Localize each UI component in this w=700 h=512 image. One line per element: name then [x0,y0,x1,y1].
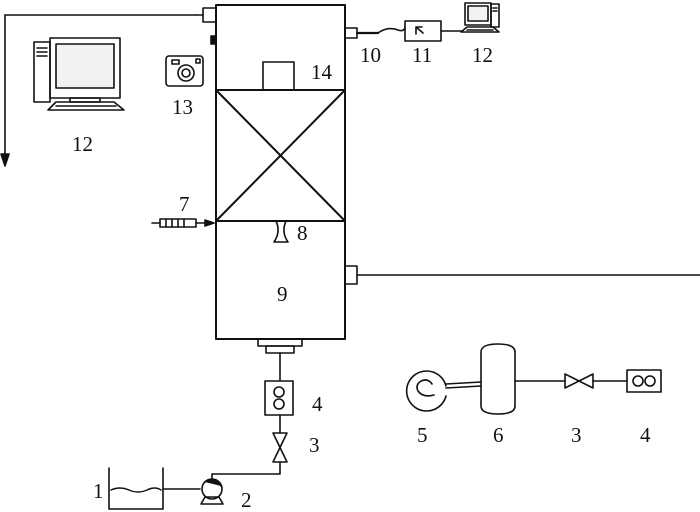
label-blower: 5 [417,423,428,447]
gate-valve-icon-right [564,373,594,389]
flowmeter-icon-left [264,380,294,419]
label-syringe: 7 [179,192,190,216]
signal-converter-icon [404,20,463,42]
gate-valve-icon-left [272,417,288,463]
flowmeter-icon-right [626,369,662,393]
label-probe: 10 [360,43,381,67]
side-outlet-pipe [344,265,700,285]
label-camera: 13 [172,95,193,119]
label-flowmeter-right: 4 [640,423,651,447]
buffer-vessel-icon [480,343,516,415]
spray-nozzle-icon [273,220,289,243]
camera-icon [165,55,204,87]
label-computer-left: 12 [72,132,93,156]
syringe-icon [151,218,215,228]
desktop-computer-icon-left [33,37,125,111]
centrifugal-pump-icon [200,478,224,505]
label-buffer-vessel: 6 [493,423,504,447]
label-pump: 2 [241,488,252,512]
label-column-section: 9 [277,282,288,306]
label-valve-left: 3 [309,433,320,457]
label-valve-right: 3 [571,423,582,447]
label-computer-right: 12 [472,43,493,67]
top-outlet-pipe [0,7,217,167]
desktop-computer-icon-right [460,2,500,33]
label-flowmeter-left: 4 [312,392,323,416]
bottom-flange [257,338,303,381]
label-sensor-box: 14 [311,60,332,84]
pump-to-column-line [211,461,281,480]
label-tank: 1 [93,479,104,503]
water-tank-icon [108,467,164,510]
blower-icon [405,370,482,412]
sensor-box [262,61,295,91]
probe-icon [344,27,406,39]
label-converter: 11 [412,43,433,67]
label-nozzle: 8 [297,221,308,245]
